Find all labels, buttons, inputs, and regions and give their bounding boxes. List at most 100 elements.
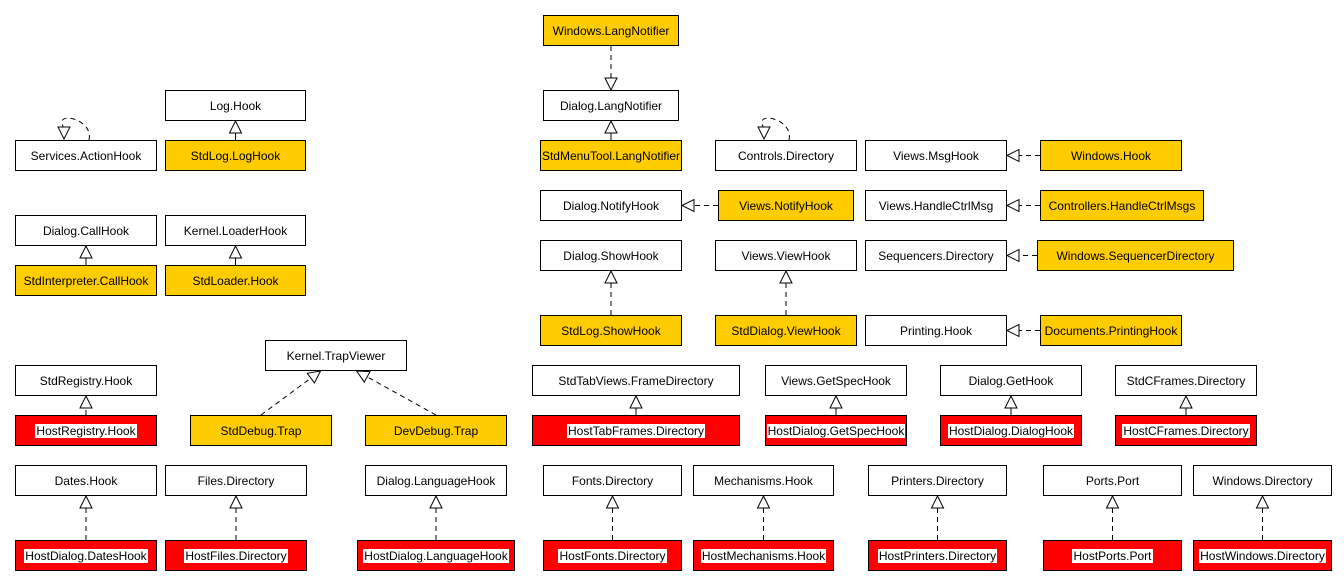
node-label: HostDialog.GetSpecHook bbox=[766, 423, 906, 438]
node-label: HostDialog.DialogHook bbox=[947, 423, 1075, 438]
node-label: Files.Directory bbox=[197, 473, 275, 488]
node-stdlog-showhook: StdLog.ShowHook bbox=[540, 315, 682, 346]
node-printers-directory: Printers.Directory bbox=[868, 465, 1007, 496]
node-files-directory: Files.Directory bbox=[165, 465, 307, 496]
node-hostprinters-directory: HostPrinters.Directory bbox=[868, 540, 1007, 571]
node-hostports-port: HostPorts.Port bbox=[1043, 540, 1182, 571]
node-controllers-handlectrlmsgs: Controllers.HandleCtrlMsgs bbox=[1040, 190, 1204, 221]
node-label: Dialog.LanguageHook bbox=[376, 473, 496, 488]
node-label: StdLog.LogHook bbox=[190, 148, 281, 163]
node-label: Dialog.ShowHook bbox=[563, 248, 659, 263]
node-label: StdLoader.Hook bbox=[192, 273, 279, 288]
edge-controllers-handlectrlmsgs-to-views-handlectrlmsg bbox=[1005, 198, 1040, 213]
node-hostfonts-directory: HostFonts.Directory bbox=[543, 540, 682, 571]
edge-windows-langnotifier-to-dialog-langnotifier bbox=[604, 46, 618, 92]
edge-hostmechanisms-hook-to-mechanisms-hook bbox=[756, 494, 771, 540]
node-views-viewhook: Views.ViewHook bbox=[715, 240, 857, 271]
node-kernel-trapviewer: Kernel.TrapViewer bbox=[265, 340, 407, 371]
node-label: DevDebug.Trap bbox=[393, 423, 479, 438]
node-log-hook: Log.Hook bbox=[165, 90, 306, 121]
node-label: Dates.Hook bbox=[54, 473, 118, 488]
node-label: Dialog.NotifyHook bbox=[562, 198, 660, 213]
node-label: Controllers.HandleCtrlMsgs bbox=[1048, 198, 1196, 213]
node-hostwindows-directory: HostWindows.Directory bbox=[1193, 540, 1332, 571]
node-printing-hook: Printing.Hook bbox=[865, 315, 1007, 346]
edge-hostdialog-languagehook-to-dialog-languagehook bbox=[429, 494, 443, 540]
edge-views-notifyhook-to-dialog-notifyhook bbox=[680, 198, 718, 213]
node-controls-directory: Controls.Directory bbox=[715, 140, 857, 171]
node-dialog-notifyhook: Dialog.NotifyHook bbox=[540, 190, 682, 221]
node-label: Dialog.GetHook bbox=[968, 373, 1054, 388]
node-label: Kernel.TrapViewer bbox=[286, 348, 386, 363]
node-stdcframes-directory: StdCFrames.Directory bbox=[1115, 365, 1257, 396]
node-label: HostPorts.Port bbox=[1072, 548, 1153, 563]
edge-hostdialog-getspechook-to-views-getspechook bbox=[829, 394, 843, 415]
node-documents-printinghook: Documents.PrintingHook bbox=[1040, 315, 1182, 346]
node-windows-hook: Windows.Hook bbox=[1040, 140, 1182, 171]
edge-windows-sequencerdirectory-to-sequencers-directory bbox=[1005, 248, 1037, 263]
node-label: Views.GetSpecHook bbox=[781, 373, 891, 388]
node-views-notifyhook: Views.NotifyHook bbox=[718, 190, 854, 221]
node-label: StdDebug.Trap bbox=[220, 423, 302, 438]
node-label: HostMechanisms.Hook bbox=[700, 548, 827, 563]
node-label: HostWindows.Directory bbox=[1199, 548, 1326, 563]
node-label: Log.Hook bbox=[209, 98, 262, 113]
node-views-handlectrlmsg: Views.HandleCtrlMsg bbox=[865, 190, 1007, 221]
node-services-actionhook: Services.ActionHook bbox=[15, 140, 157, 171]
node-label: HostCFrames.Directory bbox=[1122, 423, 1250, 438]
node-stdregistry-hook: StdRegistry.Hook bbox=[15, 365, 157, 396]
node-label: Kernel.LoaderHook bbox=[183, 223, 288, 238]
node-label: StdMenuTool.LangNotifier bbox=[541, 148, 681, 163]
node-fonts-directory: Fonts.Directory bbox=[543, 465, 682, 496]
node-label: Ports.Port bbox=[1085, 473, 1140, 488]
node-label: Documents.PrintingHook bbox=[1044, 323, 1178, 338]
node-label: HostFiles.Directory bbox=[184, 548, 288, 563]
node-label: StdInterpreter.CallHook bbox=[23, 273, 149, 288]
node-sequencers-directory: Sequencers.Directory bbox=[865, 240, 1007, 271]
node-label: Views.HandleCtrlMsg bbox=[878, 198, 994, 213]
edge-hostdialog-dateshook-to-dates-hook bbox=[79, 494, 93, 540]
node-label: Printing.Hook bbox=[899, 323, 973, 338]
node-stddialog-viewhook: StdDialog.ViewHook bbox=[715, 315, 857, 346]
node-label: HostFonts.Directory bbox=[558, 548, 667, 563]
node-label: Windows.Directory bbox=[1212, 473, 1313, 488]
node-label: Windows.SequencerDirectory bbox=[1056, 248, 1215, 263]
node-label: Windows.LangNotifier bbox=[552, 23, 670, 38]
node-stdtabviews-framedirectory: StdTabViews.FrameDirectory bbox=[532, 365, 740, 396]
node-views-getspechook: Views.GetSpecHook bbox=[765, 365, 907, 396]
node-mechanisms-hook: Mechanisms.Hook bbox=[693, 465, 834, 496]
node-hostdialog-dialoghook: HostDialog.DialogHook bbox=[940, 415, 1082, 446]
node-label: Printers.Directory bbox=[891, 473, 984, 488]
node-kernel-loaderhook: Kernel.LoaderHook bbox=[165, 215, 306, 246]
node-label: HostRegistry.Hook bbox=[35, 423, 137, 438]
edge-hostcframes-directory-to-stdcframes-directory bbox=[1179, 394, 1193, 415]
node-hostdialog-languagehook: HostDialog.LanguageHook bbox=[357, 540, 515, 571]
node-label: Dialog.LangNotifier bbox=[559, 98, 663, 113]
node-label: Dialog.CallHook bbox=[42, 223, 130, 238]
node-label: StdCFrames.Directory bbox=[1126, 373, 1246, 388]
edge-documents-printinghook-to-printing-hook bbox=[1005, 323, 1040, 338]
node-label: HostDialog.DatesHook bbox=[24, 548, 148, 563]
node-devdebug-trap: DevDebug.Trap bbox=[365, 415, 507, 446]
edge-hosttabframes-directory-to-stdtabviews-framedirectory bbox=[629, 394, 643, 415]
edge-hostfonts-directory-to-fonts-directory bbox=[605, 494, 620, 540]
node-hostdialog-getspechook: HostDialog.GetSpecHook bbox=[765, 415, 907, 446]
node-stdmenutool-langnotifier: StdMenuTool.LangNotifier bbox=[540, 140, 682, 171]
edge-stdlog-loghook-to-log-hook bbox=[228, 119, 243, 140]
edge-stdinterpreter-callhook-to-dialog-callhook bbox=[79, 244, 93, 265]
node-hosttabframes-directory: HostTabFrames.Directory bbox=[532, 415, 740, 446]
node-stddebug-trap: StdDebug.Trap bbox=[190, 415, 332, 446]
edge-services-actionhook-to-services-actionhook bbox=[57, 117, 90, 141]
node-hostcframes-directory: HostCFrames.Directory bbox=[1115, 415, 1257, 446]
node-label: StdDialog.ViewHook bbox=[731, 323, 841, 338]
node-dates-hook: Dates.Hook bbox=[15, 465, 157, 496]
edge-hostfiles-directory-to-files-directory bbox=[229, 494, 243, 540]
node-dialog-callhook: Dialog.CallHook bbox=[15, 215, 157, 246]
node-views-msghook: Views.MsgHook bbox=[865, 140, 1007, 171]
node-windows-langnotifier: Windows.LangNotifier bbox=[543, 15, 679, 46]
edge-stdloader-hook-to-kernel-loaderhook bbox=[228, 244, 243, 265]
node-label: Views.ViewHook bbox=[741, 248, 831, 263]
edge-stdmenutool-langnotifier-to-dialog-langnotifier bbox=[604, 119, 618, 140]
node-label: StdLog.ShowHook bbox=[561, 323, 661, 338]
node-dialog-showhook: Dialog.ShowHook bbox=[540, 240, 682, 271]
